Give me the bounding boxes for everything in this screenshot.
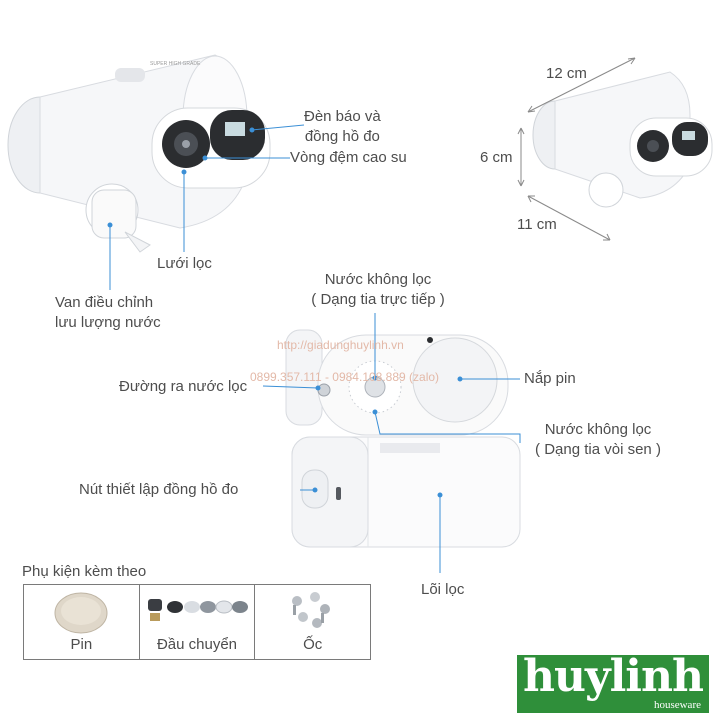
dimension-lines: [517, 57, 636, 241]
svg-text:SUPER HIGH GRADE: SUPER HIGH GRADE: [150, 61, 201, 67]
dimension-height: 6 cm: [480, 149, 513, 166]
dimension-length: 12 cm: [546, 65, 587, 82]
accessories-table: Pin Đầu chuyển Ốc: [23, 584, 371, 660]
filter-dimension-image: [532, 71, 713, 208]
filter-main-image: SUPER HIGH GRADE: [7, 54, 271, 253]
screws-icon: [292, 592, 331, 628]
watermark-url: http://giadunghuylinh.vn: [277, 338, 404, 352]
brand-tagline: houseware: [653, 699, 701, 711]
label-duong-ra: Đường ra nước lọc: [119, 378, 248, 395]
label-luoi-loc: Lưới lọc: [157, 255, 212, 272]
accessory-screws: Ốc: [255, 585, 370, 659]
accessory-adapters: Đầu chuyển: [140, 585, 256, 659]
label-nuoc-khong-loc-voi-sen: Nước không lọc( Dạng tia vòi sen ): [535, 421, 661, 458]
label-nuoc-khong-loc-truc-tiep: Nước không lọc( Dạng tia trực tiếp ): [311, 271, 445, 308]
leader-lines-bottom: [262, 313, 521, 573]
dimension-width: 11 cm: [517, 216, 557, 233]
filter-bottom-image: [285, 329, 521, 548]
battery-icon: [54, 592, 108, 634]
leader-lines-main: [107, 124, 305, 290]
accessory-battery: Pin: [24, 585, 140, 659]
adapters-icon: [147, 599, 248, 621]
brand-name: huylinh: [523, 651, 704, 702]
accessories-title: Phụ kiện kèm theo: [22, 563, 147, 580]
label-vong-dem: Vòng đệm cao su: [290, 149, 407, 166]
label-loi-loc: Lõi lọc: [421, 581, 465, 598]
label-nut-thiet-lap: Nút thiết lập đồng hồ đo: [79, 481, 239, 498]
watermark-phone: 0899.357.111 - 0984.108.889 (zalo): [250, 370, 440, 384]
brand-logo: huylinh houseware: [517, 651, 709, 713]
label-nap-pin: Nắp pin: [524, 370, 576, 387]
